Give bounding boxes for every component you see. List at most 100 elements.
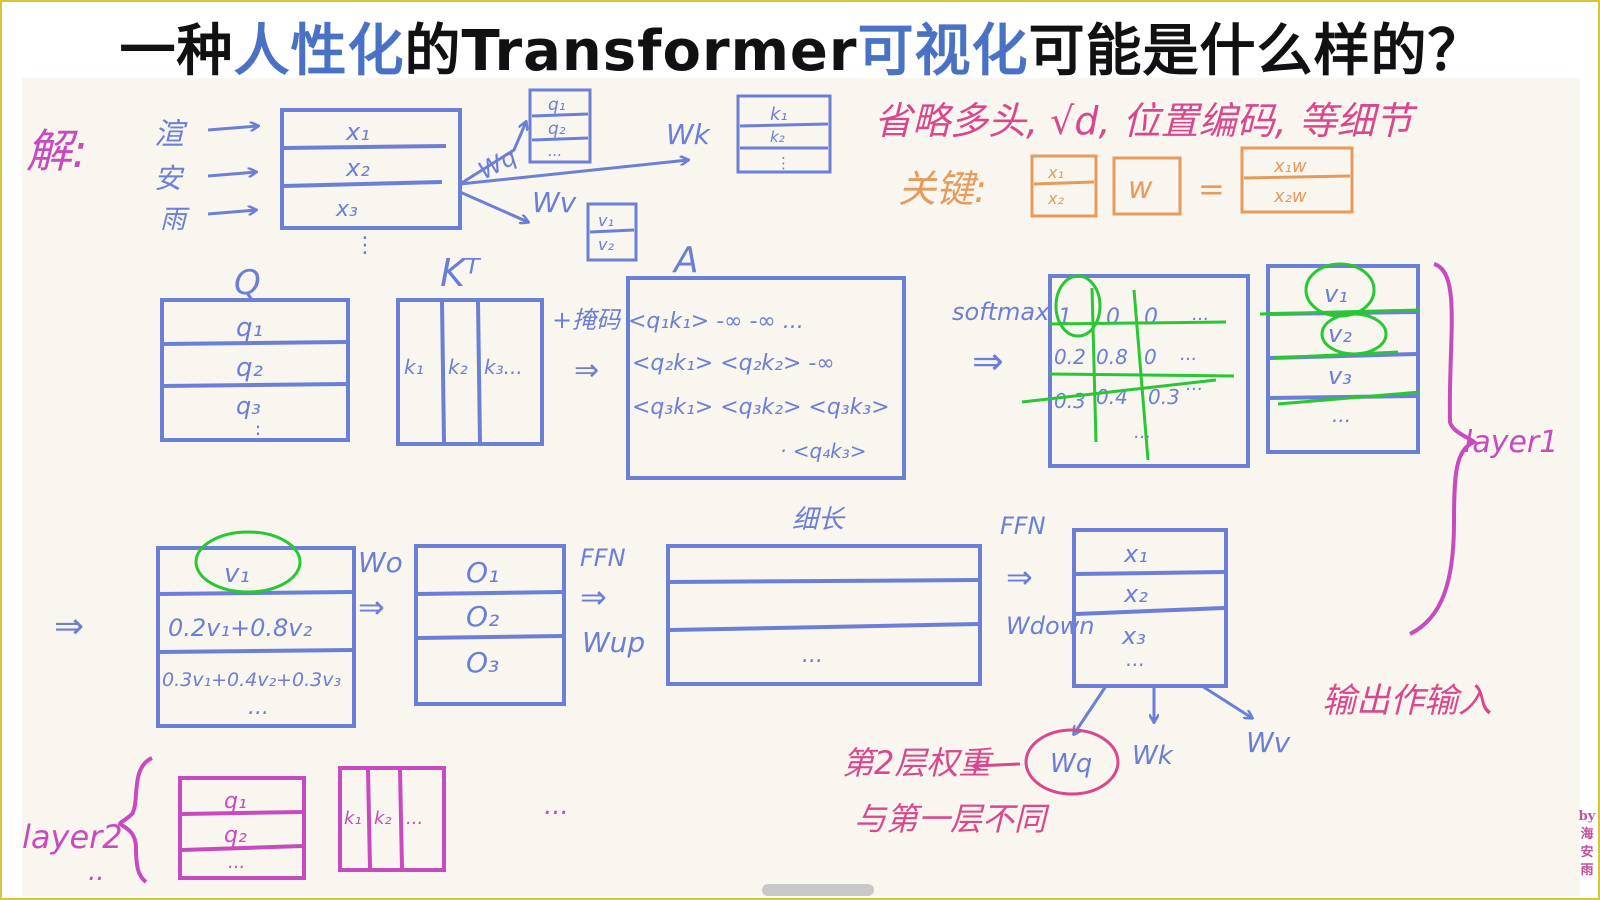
layer2-ellipsis: ... xyxy=(544,791,569,821)
layer2-more: .. xyxy=(88,857,105,887)
x-row-2: x₂ xyxy=(1123,580,1148,608)
wk-label: Wk xyxy=(666,118,712,151)
token-3-arrow xyxy=(207,210,256,214)
q-row-more: ⋮ xyxy=(248,421,268,445)
x-output-matrix: x₁ x₂ x₃ ... xyxy=(1072,528,1228,688)
v-row-2: v₂ xyxy=(1328,320,1352,348)
out-row-1: v₁ xyxy=(224,559,250,589)
sm-1-4: ... xyxy=(1192,304,1209,325)
embedding-matrix: x₁ x₂ x₃ ⋮ xyxy=(280,108,462,258)
byline-char-3: 雨 xyxy=(1580,863,1594,878)
out-row-more: ... xyxy=(248,695,269,720)
a-row-1: <q₁k₁> -∞ -∞ ... xyxy=(628,309,804,334)
byline-char-1: 海 xyxy=(1580,827,1594,842)
sm-3-3: 0.3 xyxy=(1148,385,1180,409)
embed-row-2: x₂ xyxy=(345,154,370,182)
solution-label: 解: xyxy=(26,124,88,178)
title-part-2: 人性化 xyxy=(233,19,405,84)
v-row-3: v₃ xyxy=(1328,362,1352,390)
author-credit: by 海 安 雨 xyxy=(1576,808,1598,880)
kt-col-2: k₂ xyxy=(448,355,468,379)
v-row-more: ... xyxy=(1332,403,1351,427)
mask-label: +掩码 xyxy=(552,306,622,334)
sm-3-2: 0.4 xyxy=(1096,385,1128,409)
ffn-hidden-matrix: ... xyxy=(666,544,982,686)
token-2-arrow xyxy=(207,172,256,176)
key-weight: w xyxy=(1128,171,1153,206)
wup-label: Wup xyxy=(582,626,645,659)
key-equals: = xyxy=(1198,170,1225,208)
q-small-1: q₁ xyxy=(548,95,566,115)
x-row-more: ... xyxy=(1126,647,1145,671)
layer2-q-1: q₁ xyxy=(224,789,247,814)
input-tokens: 渲 安 雨 xyxy=(154,117,258,235)
green-underline-v3 xyxy=(1277,390,1421,406)
green-circle-weight xyxy=(1054,274,1102,338)
v-small-2: v₂ xyxy=(598,235,614,254)
layer2-q-3: ... xyxy=(228,852,245,873)
out-row-2: 0.2v₁+0.8v₂ xyxy=(168,614,312,642)
v-small-matrix: v₁ v₂ xyxy=(586,202,638,262)
o-row-1: O₁ xyxy=(466,556,499,589)
sm-3-1: 0.3 xyxy=(1054,389,1086,413)
wo-label: Wo xyxy=(358,546,403,579)
long-label: 细长 xyxy=(792,505,846,535)
kt-col-3: k₃... xyxy=(484,355,523,379)
q-row-2: q₂ xyxy=(236,353,263,383)
token-1: 渲 xyxy=(154,117,188,152)
o-row-3: O₃ xyxy=(466,646,499,679)
page-title: 一种人性化的Transformer可视化可能是什么样的？ xyxy=(2,6,1600,87)
token-3: 雨 xyxy=(160,205,190,235)
o-row-2: O₂ xyxy=(466,600,499,633)
out-row-3: 0.3v₁+0.4v₂+0.3v₃ xyxy=(162,669,341,691)
row3-arrow: ⇒ xyxy=(54,606,84,647)
whiteboard-diagram: 解: 渲 安 雨 x₁ x₂ x₃ ⋮ Wq xyxy=(22,88,1558,887)
sm-2-3: 0 xyxy=(1144,345,1157,369)
scroll-handle[interactable] xyxy=(762,884,874,896)
ffn2-label: FFN xyxy=(1000,512,1046,540)
wv-arrow xyxy=(459,190,528,222)
green-colline-2 xyxy=(1132,289,1150,461)
kt-col-1: k₁ xyxy=(404,355,424,379)
long-more: ... xyxy=(802,643,823,668)
green-underline-v1 xyxy=(1259,308,1421,316)
next-wq-circle xyxy=(1024,728,1120,796)
next-wv-arrow xyxy=(1201,684,1252,718)
ffn1-label: FFN xyxy=(580,544,626,572)
a-row-3: <q₃k₁> <q₃k₂> <q₃k₃> xyxy=(632,395,890,420)
x-row-3: x₃ xyxy=(1121,622,1146,650)
token-1-arrow xyxy=(207,126,258,130)
layer2-k-2: k₂ xyxy=(374,808,392,829)
next-wq-label: Wq xyxy=(1050,749,1092,779)
softmax-matrix: 1 0 0 ... 0.2 0.8 0 ... 0.3 0.4 0.3 ... … xyxy=(1021,274,1250,468)
sm-1-3: 0 xyxy=(1144,305,1158,330)
key-left-2: x₂ xyxy=(1047,189,1064,208)
sm-2-4: ... xyxy=(1180,344,1197,365)
byline-char-2: 安 xyxy=(1580,845,1594,860)
wo-arrow: ⇒ xyxy=(358,588,385,626)
wq-arrow xyxy=(459,122,526,186)
kt-matrix: k₁ k₂ k₃... xyxy=(396,298,544,446)
ffn2-arrow: ⇒ xyxy=(1006,558,1033,596)
title-part-1: 一种 xyxy=(119,19,234,84)
byline-by: by xyxy=(1578,809,1596,824)
o-matrix: O₁ O₂ O₃ xyxy=(414,544,566,706)
layer2-diff-note: 与第一层不同 xyxy=(854,800,1050,838)
layer1-label: layer1 xyxy=(1464,425,1558,460)
q-small-3: ... xyxy=(548,142,562,160)
key-label: 关键: xyxy=(898,167,987,211)
sm-3-4: ... xyxy=(1186,374,1203,395)
k-small-2: k₂ xyxy=(770,128,785,146)
layer2-k-3: ... xyxy=(406,808,423,829)
omitted-details-note: 省略多头, √d, 位置编码, 等细节 xyxy=(874,99,1418,143)
title-part-3: 的Transformer xyxy=(404,19,858,84)
q-label: Q xyxy=(234,263,261,303)
title-part-4: 可视化 xyxy=(857,19,1029,84)
whiteboard: 解: 渲 安 雨 x₁ x₂ x₃ ⋮ Wq xyxy=(22,78,1580,896)
next-wv-label: Wv xyxy=(1246,726,1291,759)
key-equation: x₁ x₂ w = x₁w x₂w xyxy=(1030,146,1354,218)
q-small-2: q₂ xyxy=(548,119,566,139)
sm-2-2: 0.8 xyxy=(1096,345,1128,369)
embed-row-1: x₁ xyxy=(345,118,370,146)
